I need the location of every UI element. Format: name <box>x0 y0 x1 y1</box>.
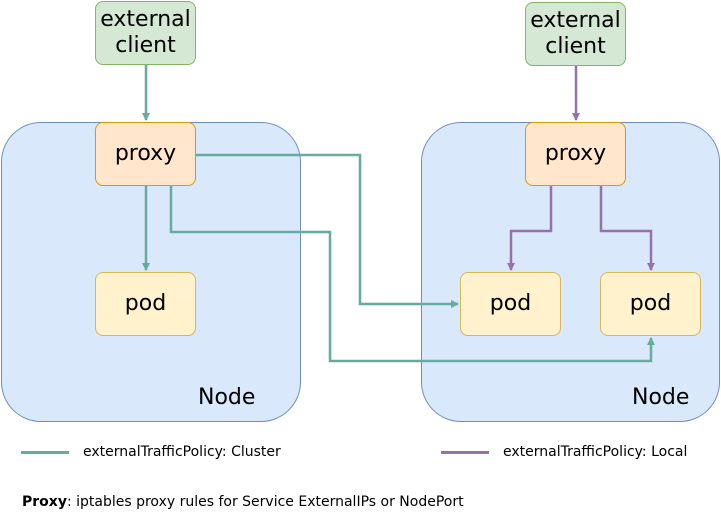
legend-cluster-swatch <box>21 450 69 454</box>
pod-right-a: pod <box>460 272 561 336</box>
edge-proxy-left-to-pod-right-b <box>169 186 655 363</box>
legend-local-swatch <box>441 450 489 454</box>
proxy-right-label: proxy <box>544 141 607 166</box>
footnote-text: : iptables proxy rules for Service Exter… <box>66 494 464 510</box>
legend-local-label: externalTrafficPolicy: Local <box>503 444 688 460</box>
external-client-left-label: external client <box>100 7 191 58</box>
legend-cluster: externalTrafficPolicy: Cluster <box>21 444 281 460</box>
pod-right-b-label: pod <box>629 291 672 316</box>
edge-proxy-right-to-pod-right-a <box>507 186 553 271</box>
proxy-left-label: proxy <box>114 141 177 166</box>
legend-cluster-label: externalTrafficPolicy: Cluster <box>83 444 281 460</box>
pod-left: pod <box>95 272 196 336</box>
external-client-left: external client <box>95 1 196 65</box>
external-client-right: external client <box>525 2 626 66</box>
edge-proxy-right-to-pod-right-b <box>599 186 655 271</box>
proxy-right: proxy <box>525 122 626 186</box>
node-left-label: Node <box>198 385 256 410</box>
node-right-label: Node <box>632 385 690 410</box>
proxy-left: proxy <box>95 122 196 186</box>
footnote: Proxy: iptables proxy rules for Service … <box>22 494 464 510</box>
pod-left-label: pod <box>124 291 167 316</box>
footnote-term: Proxy <box>22 494 67 510</box>
pod-right-a-label: pod <box>489 291 532 316</box>
pod-right-b: pod <box>600 272 701 336</box>
external-client-right-label: external client <box>530 8 621 59</box>
edge-proxy-left-to-pod-right-a <box>196 153 459 308</box>
legend-local: externalTrafficPolicy: Local <box>441 444 687 460</box>
